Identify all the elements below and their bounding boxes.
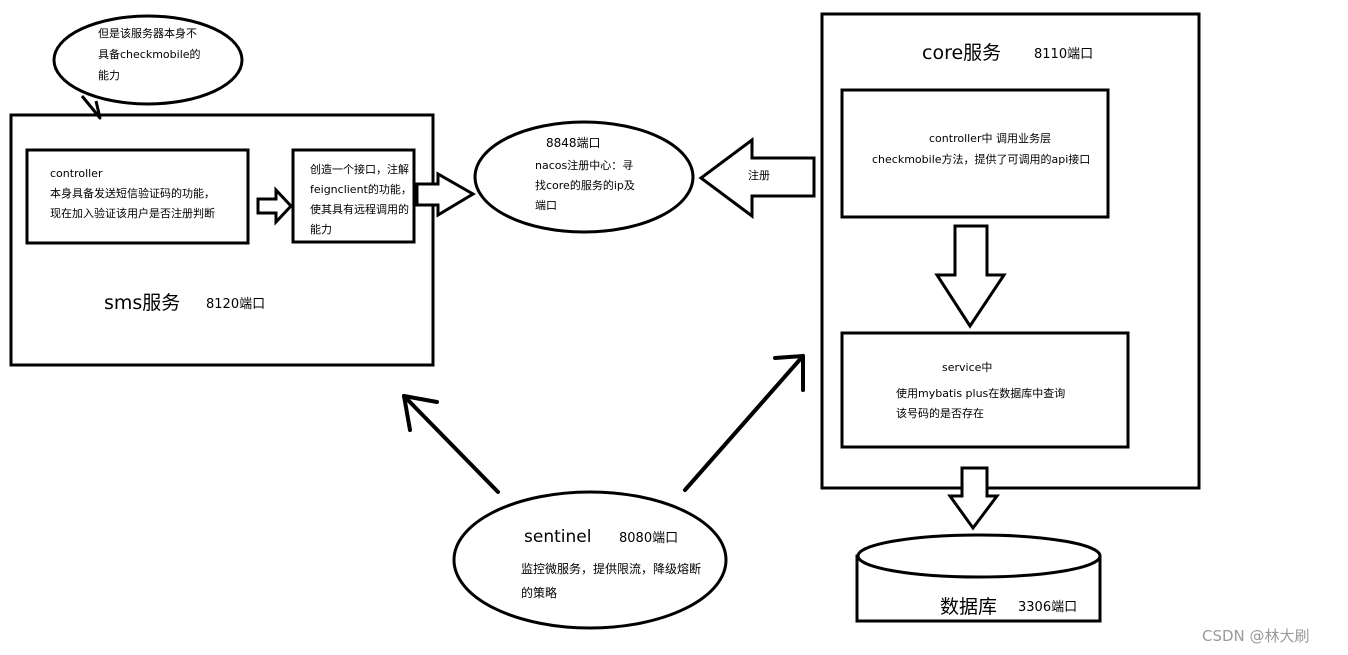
- core-service-title: core服务: [922, 42, 1002, 64]
- sms-controller-box: [25, 148, 250, 245]
- sms-interface-line4: 能力: [310, 223, 332, 236]
- watermark: CSDN @林大刷: [1202, 627, 1310, 645]
- core-service-inner-box: [840, 331, 1130, 449]
- database-cylinder: [855, 533, 1102, 623]
- database-title: 数据库: [940, 596, 998, 618]
- bubble-text-line2: 具备checkmobile的: [98, 48, 201, 61]
- core-service-box: [820, 12, 1201, 490]
- core-service-line3: 该号码的是否存在: [896, 407, 984, 420]
- core-controller-box: [840, 88, 1110, 219]
- arrow-controller-to-interface: [256, 186, 294, 226]
- sms-controller-line1: 本身具备发送短信验证码的功能，: [50, 187, 215, 200]
- sms-interface-box: [291, 148, 416, 244]
- sentinel-line2: 的策略: [521, 586, 558, 600]
- arrow-sms-to-nacos: [415, 171, 476, 218]
- core-controller-line1: controller中 调用业务层: [929, 132, 1051, 145]
- speech-bubble: [52, 14, 244, 120]
- nacos-port: 8848端口: [546, 136, 601, 150]
- register-label: 注册: [748, 169, 770, 182]
- nacos-line3: 端口: [535, 199, 557, 212]
- arrow-sentinel-to-core: [683, 354, 805, 492]
- sms-interface-line1: 创造一个接口，注解: [310, 163, 409, 176]
- arrow-core-to-database: [947, 466, 1000, 531]
- sentinel-line1: 监控微服务，提供限流，降级熔断: [521, 562, 702, 576]
- sms-controller-label: controller: [50, 167, 103, 180]
- nacos-line1: nacos注册中心：寻: [535, 159, 634, 172]
- database-port: 3306端口: [1018, 600, 1078, 615]
- arrow-register: [698, 137, 816, 219]
- sentinel-ellipse: [452, 490, 728, 630]
- arrow-controller-to-service: [934, 224, 1007, 329]
- sms-interface-line3: 使其具有远程调用的: [310, 203, 409, 216]
- sentinel-port: 8080端口: [619, 531, 679, 546]
- arrow-sentinel-to-sms: [402, 394, 500, 494]
- core-controller-line2: checkmobile方法，提供了可调用的api接口: [872, 153, 1091, 166]
- sentinel-title: sentinel: [524, 527, 592, 547]
- nacos-ellipse: [473, 120, 695, 234]
- sms-service-port: 8120端口: [206, 297, 266, 312]
- bubble-text-line3: 能力: [98, 69, 120, 82]
- core-service-port: 8110端口: [1034, 47, 1094, 62]
- core-service-line2: 使用mybatis plus在数据库中查询: [896, 387, 1066, 400]
- sms-controller-line2: 现在加入验证该用户是否注册判断: [50, 207, 215, 220]
- sms-service-box: [9, 113, 435, 367]
- nacos-line2: 找core的服务的ip及: [535, 179, 635, 192]
- sms-service-title: sms服务: [104, 292, 181, 314]
- sms-interface-line2: feignclient的功能，: [310, 183, 412, 196]
- bubble-text-line1: 但是该服务器本身不: [98, 27, 197, 40]
- core-service-line1: service中: [942, 361, 993, 374]
